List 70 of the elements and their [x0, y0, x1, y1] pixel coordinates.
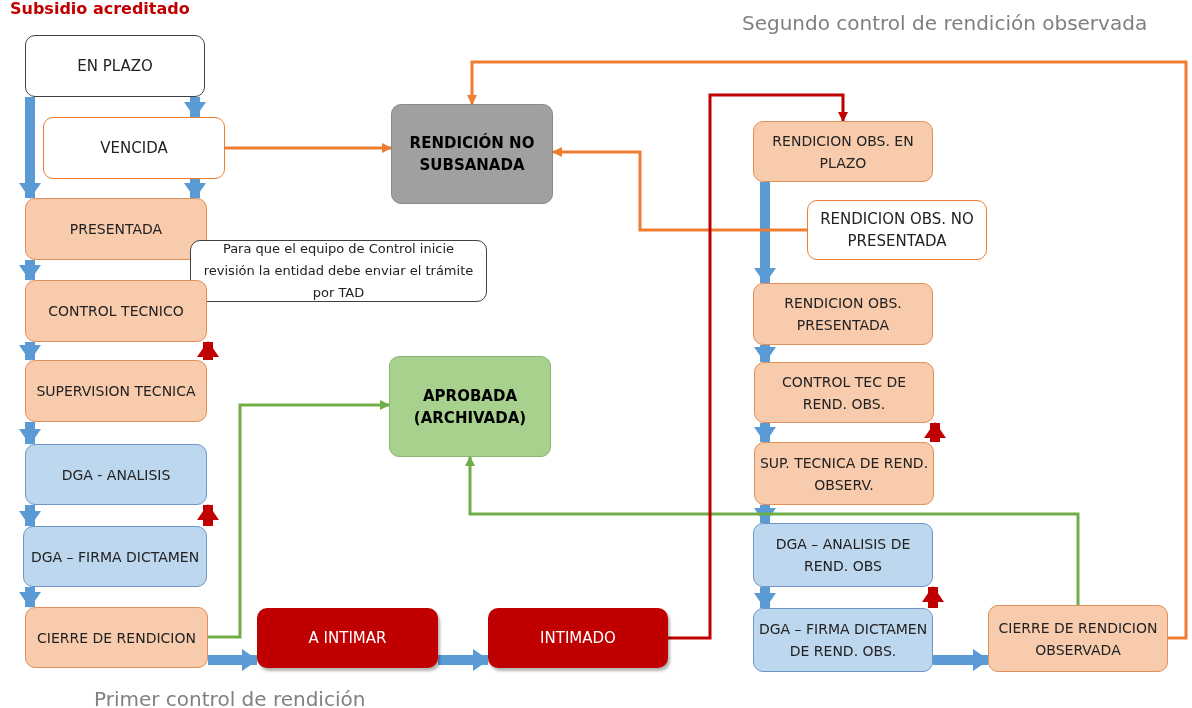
state-box [257, 608, 438, 668]
node-label: CONTROL TECNICO [47, 302, 185, 321]
node-label: CIERRE DE RENDICION OBSERVADA [997, 618, 1159, 660]
block-arrow [19, 587, 41, 608]
block-arrow [754, 505, 776, 524]
node-label: SUPERVISION TECNICA [35, 382, 197, 401]
node-label: RENDICION OBS. NO PRESENTADA [819, 209, 975, 252]
node-label: DGA - ANALISIS [60, 465, 172, 485]
connector-arrow [225, 143, 392, 153]
state-box [488, 608, 668, 668]
node-label: DGA – FIRMA DICTAMEN [29, 547, 201, 567]
block-arrow [438, 649, 489, 671]
block-arrow [754, 345, 776, 363]
block-arrow [924, 422, 946, 442]
block-arrow [754, 182, 776, 284]
block-arrow [933, 649, 989, 671]
process-box [754, 442, 934, 505]
connector-arrow [668, 93, 848, 640]
outcome-box [389, 356, 551, 457]
block-arrow [19, 97, 41, 199]
node-label: DGA – FIRMA DICTAMEN DE REND. OBS. [757, 620, 929, 661]
node-label: EN PLAZO [76, 56, 154, 77]
section-label: Primer control de rendición [94, 686, 366, 708]
block-arrow [208, 649, 258, 671]
node-label: RENDICION OBS. PRESENTADA [783, 294, 903, 335]
process-box [753, 608, 933, 672]
block-arrow [19, 260, 41, 281]
node-label: RENDICION OBS. EN PLAZO [771, 131, 915, 173]
node-label: PRESENTADA [68, 220, 164, 239]
connector-arrow [465, 456, 1080, 605]
process-box [25, 607, 208, 668]
node-label: DGA – ANALISIS DE REND. OBS [774, 535, 912, 576]
process-box [753, 523, 933, 587]
process-box [988, 605, 1168, 672]
node-label: A INTIMAR [307, 628, 388, 649]
block-arrow [197, 341, 219, 360]
node-label: RENDICIÓN NO SUBSANADA [408, 132, 536, 176]
outcome-box [391, 104, 553, 204]
state-box [25, 35, 205, 97]
process-box [754, 362, 934, 423]
node-label: CONTROL TEC DE REND. OBS. [780, 372, 908, 414]
block-arrow [197, 504, 219, 526]
diagram-title: Subsidio acreditado [10, 0, 190, 18]
process-box [25, 444, 207, 505]
process-box [25, 360, 207, 422]
node-label: INTIMADO [539, 628, 617, 649]
process-box [753, 121, 933, 182]
process-box [23, 526, 207, 587]
block-arrow [754, 587, 776, 609]
connector-arrow [208, 400, 390, 639]
block-arrow [754, 423, 776, 443]
block-arrow [19, 505, 41, 527]
process-box [25, 280, 207, 342]
block-arrow [19, 342, 41, 361]
node-label: CIERRE DE RENDICION [36, 628, 197, 648]
node-label: SUP. TECNICA DE REND. OBSERV. [758, 453, 930, 495]
node-label: Para que el equipo de Control inicie revisión la entidad debe enviar el trámite por TAD [202, 240, 475, 302]
block-arrow [184, 179, 206, 199]
node-label: APROBADA (ARCHIVADA) [412, 385, 528, 429]
process-box [25, 198, 207, 260]
block-arrow [922, 586, 944, 608]
block-arrow [184, 97, 206, 118]
state-box [807, 200, 987, 260]
node-label: VENCIDA [99, 138, 169, 159]
section-label: Segundo control de rendición observada [742, 10, 1148, 37]
block-arrow [19, 422, 41, 445]
process-box [753, 283, 933, 345]
connector-arrow [467, 60, 1188, 640]
connector-arrow [552, 147, 807, 232]
state-box [43, 117, 225, 179]
